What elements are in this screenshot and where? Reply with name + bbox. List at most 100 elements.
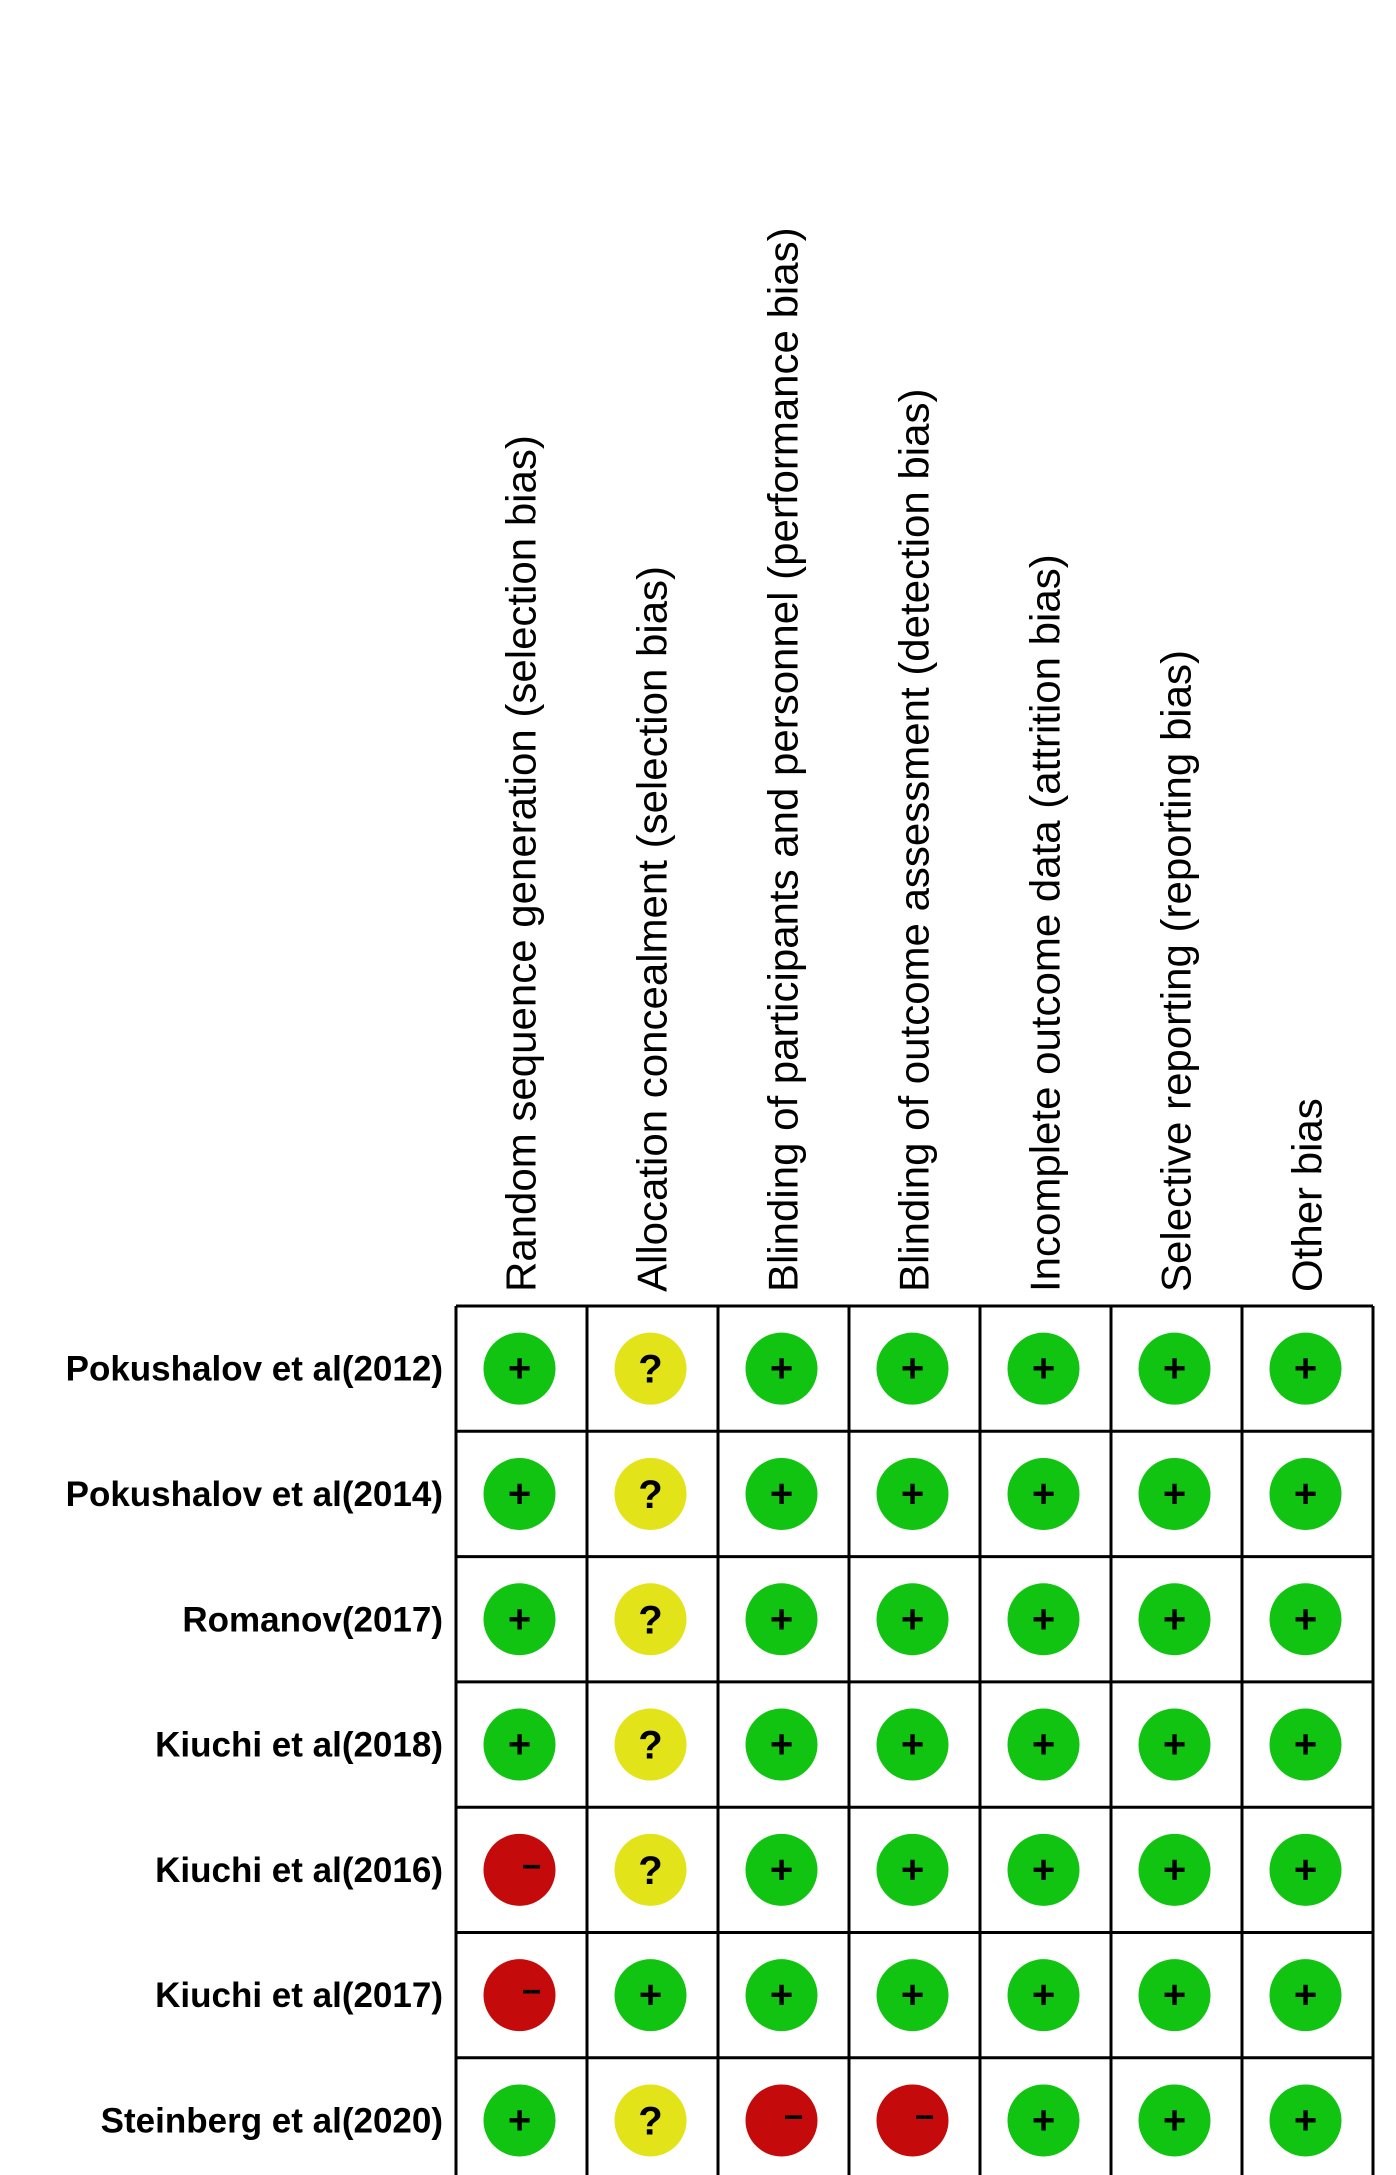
column-header: Random sequence generation (selection bi… [498, 435, 545, 1292]
low-risk-symbol: + [1163, 1597, 1186, 1641]
risk-cell-low: + [483, 1583, 556, 1656]
row-labels: Pokushalov et al(2012)Pokushalov et al(2… [66, 1350, 443, 2141]
column-header: Blinding of outcome assessment (detectio… [891, 389, 938, 1292]
low-risk-symbol: + [1032, 1472, 1055, 1516]
risk-cell-low: + [1138, 1457, 1211, 1530]
low-risk-symbol: + [1163, 1723, 1186, 1767]
risk-circle-high [483, 1833, 556, 1906]
risk-cell-low: + [745, 1332, 818, 1405]
risk-circle-unclear [614, 1708, 687, 1781]
risk-cell-low: + [1007, 1708, 1080, 1781]
column-header: Incomplete outcome data (attrition bias) [1022, 554, 1069, 1292]
risk-circle-high [876, 2084, 949, 2157]
risk-circle-low [745, 1583, 818, 1656]
risk-cell-low: + [1007, 1583, 1080, 1656]
low-risk-symbol: + [1032, 1973, 1055, 2017]
low-risk-symbol: + [770, 1973, 793, 2017]
risk-circle-low [745, 1833, 818, 1906]
risk-circle-low [1007, 1583, 1080, 1656]
low-risk-symbol: + [1294, 1597, 1317, 1641]
risk-circle-low [1138, 1708, 1211, 1781]
risk-circle-high [483, 1959, 556, 2032]
risk-cell-low: + [745, 1959, 818, 2032]
risk-circle-low [1269, 1583, 1342, 1656]
risk-circle-low [1007, 1708, 1080, 1781]
unclear-risk-symbol: ? [638, 1724, 662, 1768]
low-risk-symbol: + [508, 1347, 531, 1391]
high-risk-symbol: − [784, 2098, 804, 2136]
risk-circle-low [1269, 2084, 1342, 2157]
low-risk-symbol: + [1163, 2098, 1186, 2142]
unclear-risk-symbol: ? [638, 1849, 662, 1893]
risk-cell-unclear: ? [614, 1708, 687, 1781]
risk-cell-high: − [745, 2084, 818, 2157]
risk-cell-low: + [483, 1332, 556, 1405]
risk-circle-unclear [614, 1833, 687, 1906]
risk-cell-low: + [483, 1457, 556, 1530]
low-risk-symbol: + [508, 1597, 531, 1641]
risk-circle-low [1007, 1959, 1080, 2032]
risk-cell-low: + [483, 1708, 556, 1781]
assessment-grid [454, 1304, 1375, 2175]
risk-cell-low: + [876, 1457, 949, 1530]
risk-circle-low [876, 1708, 949, 1781]
risk-circle-low [1269, 1959, 1342, 2032]
low-risk-symbol: + [1032, 1848, 1055, 1892]
low-risk-symbol: + [770, 1723, 793, 1767]
risk-cell-unclear: ? [614, 1332, 687, 1405]
risk-circle-low [745, 1959, 818, 2032]
low-risk-symbol: + [508, 2098, 531, 2142]
low-risk-symbol: + [901, 1472, 924, 1516]
risk-circle-unclear [614, 1332, 687, 1405]
risk-circle-low [1138, 1457, 1211, 1530]
low-risk-symbol: + [1163, 1848, 1186, 1892]
assessment-cells: +? + + + + + +? + + + + + +? + + + + + +? + + + + + −? + + + + + − + + + +… [483, 1332, 1342, 2157]
risk-cell-low: + [876, 1708, 949, 1781]
risk-cell-low: + [1269, 1332, 1342, 1405]
risk-cell-unclear: ? [614, 1833, 687, 1906]
risk-circle-low [614, 1959, 687, 2032]
risk-circle-low [876, 1959, 949, 2032]
study-label: Kiuchi et al(2017) [155, 1976, 443, 2015]
low-risk-symbol: + [1294, 1472, 1317, 1516]
column-header: Selective reporting (reporting bias) [1153, 650, 1200, 1292]
risk-cell-low: + [1138, 1833, 1211, 1906]
low-risk-symbol: + [1163, 1973, 1186, 2017]
risk-cell-low: + [483, 2084, 556, 2157]
low-risk-symbol: + [1163, 1347, 1186, 1391]
low-risk-symbol: + [639, 1973, 662, 2017]
low-risk-symbol: + [1032, 1347, 1055, 1391]
risk-cell-unclear: ? [614, 1583, 687, 1656]
low-risk-symbol: + [901, 1848, 924, 1892]
risk-cell-unclear: ? [614, 1457, 687, 1530]
risk-cell-low: + [1138, 1332, 1211, 1405]
risk-cell-low: + [1269, 1959, 1342, 2032]
unclear-risk-symbol: ? [638, 2099, 662, 2143]
risk-cell-high: − [483, 1833, 556, 1906]
risk-cell-low: + [745, 1583, 818, 1656]
risk-cell-high: − [876, 2084, 949, 2157]
study-label: Kiuchi et al(2016) [155, 1851, 443, 1890]
risk-circle-low [483, 1708, 556, 1781]
column-header: Blinding of participants and personnel (… [760, 227, 807, 1292]
risk-cell-low: + [1007, 1457, 1080, 1530]
risk-circle-low [876, 1833, 949, 1906]
low-risk-symbol: + [508, 1723, 531, 1767]
risk-circle-low [1138, 1332, 1211, 1405]
low-risk-symbol: + [901, 1973, 924, 2017]
low-risk-symbol: + [1294, 1723, 1317, 1767]
low-risk-symbol: + [1032, 1597, 1055, 1641]
risk-circle-unclear [614, 2084, 687, 2157]
risk-circle-low [483, 1457, 556, 1530]
risk-circle-low [1269, 1457, 1342, 1530]
low-risk-symbol: + [901, 1597, 924, 1641]
risk-cell-low: + [745, 1833, 818, 1906]
study-label: Pokushalov et al(2014) [66, 1475, 443, 1514]
risk-cell-low: + [745, 1708, 818, 1781]
column-header: Other bias [1284, 1098, 1331, 1292]
risk-cell-low: + [1007, 1833, 1080, 1906]
low-risk-symbol: + [770, 1597, 793, 1641]
risk-cell-low: + [1007, 1959, 1080, 2032]
low-risk-symbol: + [770, 1472, 793, 1516]
risk-cell-unclear: ? [614, 2084, 687, 2157]
